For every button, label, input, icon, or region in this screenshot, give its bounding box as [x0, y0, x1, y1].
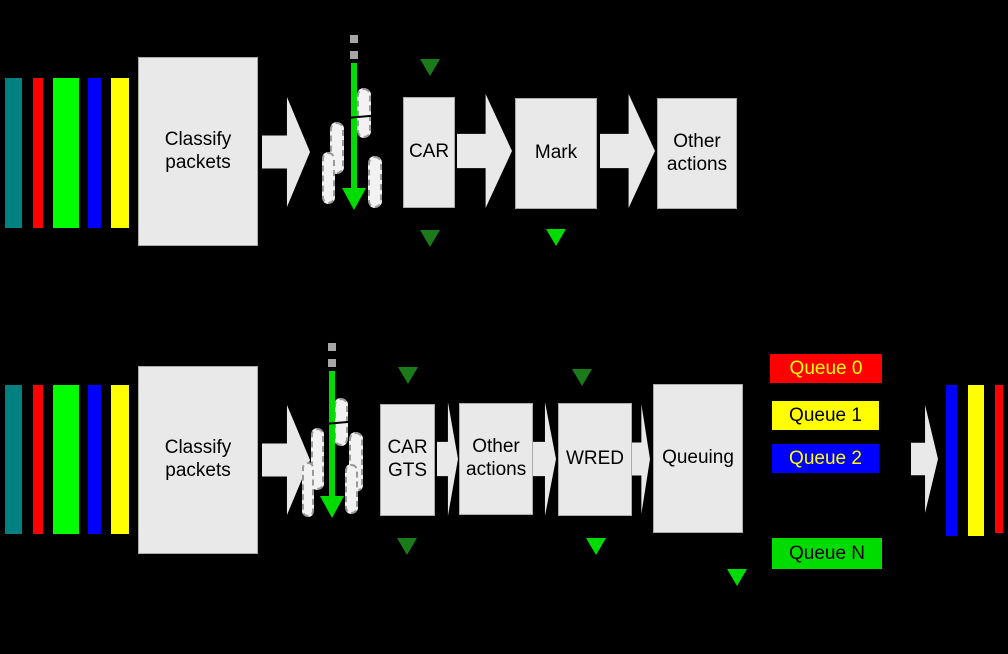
other-actions-box: Other actions: [657, 98, 737, 209]
input-packet-bar-yellow: [111, 78, 129, 228]
packet-icon: [345, 464, 358, 514]
flow-arrow: [632, 404, 650, 514]
packet-icon: [322, 152, 335, 204]
mark-output-triangle: [546, 229, 566, 246]
queue-2-label: Queue 2: [789, 447, 862, 469]
other-actions-box: Other actions: [459, 403, 533, 515]
flow-arrow: [437, 402, 458, 516]
car-gts-box: CAR GTS: [380, 404, 435, 516]
queuing-label: Queuing: [662, 447, 734, 469]
packet-icon: [368, 156, 382, 208]
packet-dot: [350, 35, 358, 43]
queue-n-label: Queue N: [788, 542, 866, 564]
input-packet-bar-teal: [5, 385, 22, 534]
car-gts-label: CAR GTS: [387, 437, 428, 481]
classify-packets-label: Classify packets: [164, 128, 232, 173]
packet-icon: [357, 88, 371, 138]
packet-dot: [350, 51, 358, 59]
exceed-triangle: [397, 538, 417, 555]
flow-arrow: [533, 402, 556, 516]
classify-packets-box: Classify packets: [138, 366, 258, 554]
queue-0: Queue 0: [770, 354, 882, 383]
sort-down-arrowhead: [342, 188, 366, 210]
sort-down-arrow: [329, 371, 335, 498]
flow-arrow: [911, 405, 938, 513]
packet-dot: [328, 343, 336, 351]
input-packet-bar-green: [53, 385, 79, 534]
classify-packets-label: Classify packets: [164, 437, 232, 481]
wred-box: WRED: [558, 403, 632, 516]
flow-arrow: [262, 97, 310, 207]
sort-down-arrowhead: [320, 496, 344, 518]
queuing-box: Queuing: [653, 384, 743, 533]
input-packet-bar-teal: [5, 78, 22, 228]
queuing-output-triangle: [727, 569, 747, 586]
other-actions-label: Other actions: [666, 130, 728, 175]
queue-n: Queue N: [772, 538, 882, 569]
input-packet-bar-red: [33, 78, 43, 228]
queue-0-label: Queue 0: [789, 357, 863, 379]
packet-icon: [302, 462, 314, 517]
mark-box: Mark: [515, 98, 597, 209]
car-box: CAR: [403, 97, 455, 208]
packet-dot: [328, 359, 336, 367]
output-packet-bar-red: [995, 385, 1003, 533]
queue-2: Queue 2: [772, 444, 879, 473]
other-actions-label: Other actions: [466, 436, 527, 480]
queue-1: Queue 1: [772, 401, 879, 430]
flow-arrow: [600, 94, 655, 208]
car-label: CAR: [408, 141, 450, 163]
output-packet-bar-yellow: [968, 385, 984, 536]
conform-triangle: [398, 367, 418, 384]
input-packet-bar-blue: [88, 385, 101, 534]
wred-label: WRED: [565, 448, 625, 470]
mark-label: Mark: [534, 142, 578, 164]
exceed-triangle: [420, 230, 440, 247]
output-packet-bar-blue: [946, 385, 957, 536]
conform-triangle: [420, 59, 440, 76]
input-packet-bar-green: [53, 78, 79, 228]
wred-drop-triangle: [572, 369, 592, 386]
packet-icon: [311, 428, 324, 490]
sort-down-arrow: [351, 63, 357, 190]
flow-arrow: [457, 94, 512, 208]
input-packet-bar-yellow: [111, 385, 129, 534]
classify-packets-box: Classify packets: [138, 57, 258, 246]
queue-1-label: Queue 1: [789, 404, 862, 426]
input-packet-bar-blue: [88, 78, 101, 228]
input-packet-bar-red: [33, 385, 43, 534]
wred-output-triangle: [586, 538, 606, 555]
